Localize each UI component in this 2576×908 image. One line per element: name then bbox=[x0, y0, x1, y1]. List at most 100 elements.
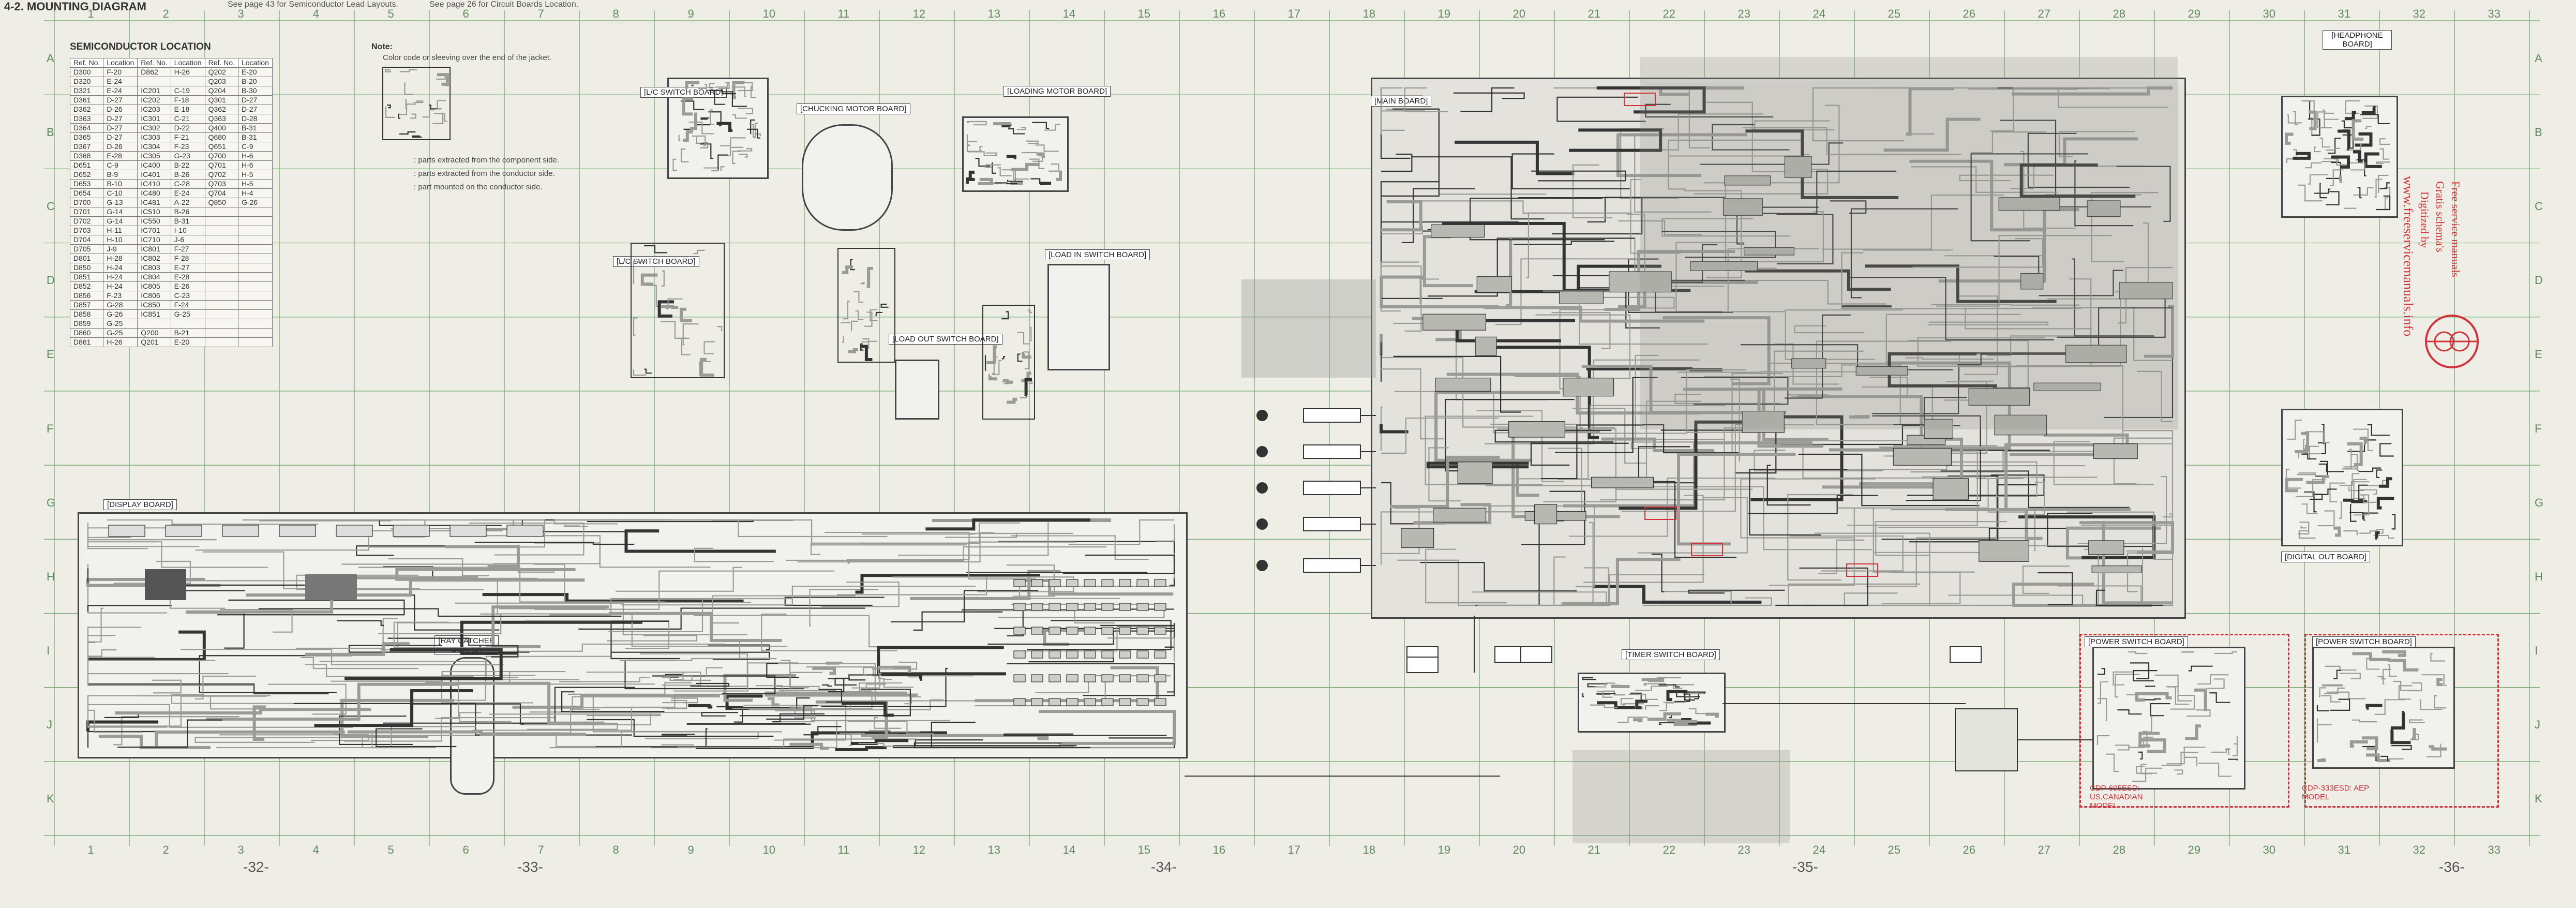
lc-switch-trace bbox=[672, 158, 678, 171]
ref-no-cell: Q400 bbox=[204, 123, 238, 133]
power-us-trace bbox=[2136, 766, 2158, 774]
lc-switch-label-2: [L/C SWITCH BOARD] bbox=[613, 256, 699, 267]
aep-model-label: CDP-333ESD: AEP MODEL bbox=[2302, 784, 2369, 801]
display-board-trace bbox=[206, 682, 458, 721]
timer-switch-trace bbox=[1596, 691, 1613, 698]
main-board-ic bbox=[1609, 271, 1672, 293]
main-board-trace bbox=[2053, 441, 2154, 485]
main-board-ic bbox=[1457, 462, 1493, 484]
ref-no-cell: Q201 bbox=[137, 337, 171, 347]
power-aep-trace bbox=[2408, 682, 2422, 692]
lc-switch-label: [L/C SWITCH BOARD] bbox=[640, 87, 727, 98]
main-board-trace bbox=[1596, 86, 1706, 114]
display-board-trace bbox=[117, 719, 222, 748]
display-board-trace bbox=[645, 731, 759, 739]
timer-switch-trace bbox=[1659, 702, 1674, 711]
digital-out-trace bbox=[2348, 486, 2364, 492]
key-switch-pad bbox=[1049, 698, 1061, 706]
grid-row-label-left: A bbox=[47, 51, 54, 65]
see-note-right: See page 26 for Circuit Boards Location. bbox=[429, 0, 579, 9]
digital-out-trace bbox=[2297, 522, 2310, 535]
display-lower-trace bbox=[755, 685, 798, 693]
headphone-trace bbox=[2379, 138, 2390, 145]
loading-motor-trace bbox=[1026, 140, 1039, 144]
main-board-trace bbox=[1694, 169, 1829, 195]
load-out-switch-board bbox=[895, 360, 939, 420]
digital-out-trace bbox=[2353, 428, 2374, 452]
digital-out-trace bbox=[2339, 501, 2342, 519]
main-board-trace bbox=[2012, 86, 2173, 96]
power-aep-trace bbox=[2391, 745, 2412, 750]
main-board-trace bbox=[2122, 430, 2174, 505]
display-board-trace bbox=[1019, 586, 1173, 599]
main-board-trace bbox=[1769, 507, 1987, 586]
display-board-trace bbox=[87, 563, 121, 580]
power-us-trace bbox=[2166, 747, 2206, 765]
power-us-trace bbox=[2197, 674, 2229, 685]
mechanical-part-detail bbox=[432, 113, 444, 125]
power-us-trace bbox=[2098, 681, 2109, 704]
display-board-trace bbox=[913, 611, 1003, 631]
headphone-trace bbox=[2360, 114, 2390, 125]
main-board-trace bbox=[1945, 508, 2043, 540]
lc-switch-trace bbox=[715, 82, 730, 88]
display-board-trace bbox=[1170, 578, 1175, 586]
power-aep-trace bbox=[2380, 755, 2389, 762]
display-board-trace bbox=[694, 547, 774, 562]
mechanical-part-detail bbox=[1017, 332, 1030, 345]
grid-col-label-bottom: 28 bbox=[2113, 843, 2125, 856]
display-lower-trace bbox=[671, 697, 698, 704]
power-us-trace bbox=[2206, 678, 2225, 689]
key-switch-pad bbox=[1066, 603, 1079, 611]
main-board-ic bbox=[1433, 508, 1487, 523]
main-board-trace bbox=[1553, 556, 1592, 606]
mechanical-part-detail bbox=[405, 99, 407, 110]
key-switch-pad bbox=[1013, 674, 1026, 682]
mechanical-part-outline bbox=[982, 305, 1035, 420]
ref-no-cell: D703 bbox=[69, 226, 104, 235]
key-switch-pad bbox=[1049, 650, 1061, 659]
main-board-trace bbox=[1530, 442, 1629, 466]
display-board-trace bbox=[743, 705, 847, 741]
main-board-trace bbox=[1821, 194, 2004, 250]
main-board-trace bbox=[1940, 470, 2130, 508]
display-board-trace bbox=[371, 732, 561, 749]
digital-out-trace bbox=[2376, 529, 2384, 534]
ref-no-cell: IC410 bbox=[137, 179, 171, 189]
lc-switch-trace bbox=[720, 166, 725, 172]
display-board-trace bbox=[87, 585, 167, 614]
main-board-trace bbox=[1915, 461, 2038, 497]
main-board-trace bbox=[1638, 446, 1697, 484]
grid-row-label-right: C bbox=[2535, 199, 2543, 213]
main-board-trace bbox=[1555, 377, 1658, 453]
display-board-trace bbox=[616, 567, 742, 592]
main-board-trace bbox=[2013, 298, 2121, 367]
display-lower-trace bbox=[878, 665, 909, 679]
mechanical-part-detail bbox=[855, 310, 864, 320]
main-board-trace bbox=[1581, 365, 1787, 414]
key-switch-pad bbox=[1031, 603, 1043, 611]
grid-col-label-top: 9 bbox=[687, 7, 694, 20]
lc-switch-trace bbox=[691, 84, 694, 87]
headphone-trace bbox=[2330, 169, 2344, 186]
main-board-trace bbox=[1715, 279, 1886, 305]
display-board-trace bbox=[993, 609, 1024, 637]
display-lower-trace bbox=[868, 730, 921, 733]
main-board-trace bbox=[1390, 455, 1500, 508]
grid-col-label-top: 17 bbox=[1287, 7, 1300, 20]
main-board-trace bbox=[2091, 192, 2159, 262]
main-board-trace bbox=[1754, 450, 1883, 472]
display-lower-trace bbox=[822, 684, 832, 687]
main-board-trace bbox=[1419, 278, 1440, 304]
main-board-trace bbox=[1453, 92, 1525, 99]
digital-out-trace bbox=[2373, 534, 2394, 539]
mechanical-part-detail bbox=[399, 69, 417, 72]
grid-col-label-bottom: 20 bbox=[1512, 843, 1525, 856]
power-aep-trace bbox=[2393, 680, 2417, 691]
power-aep-trace bbox=[2322, 684, 2343, 687]
display-board-trace bbox=[88, 607, 103, 643]
power-us-trace bbox=[2177, 681, 2193, 702]
